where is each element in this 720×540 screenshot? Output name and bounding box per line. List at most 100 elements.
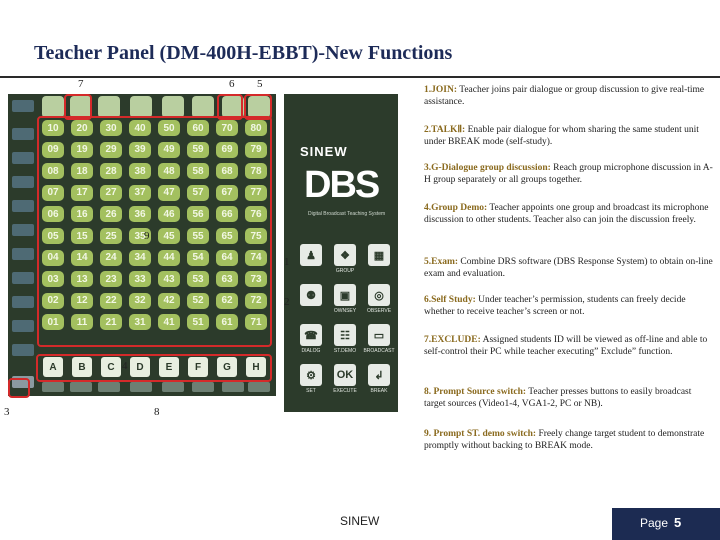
student-seat-button: 15: [71, 228, 93, 244]
student-seat-button: 57: [187, 184, 209, 201]
feature-term: 6.Self Study:: [424, 295, 476, 305]
source-button: [248, 382, 270, 392]
feature-term: 8. Prompt Source switch:: [424, 387, 527, 397]
feature-text: Assigned students ID will be viewed as o…: [424, 335, 708, 357]
dbs-function-button: ☷: [334, 324, 356, 346]
panel-top-button: [248, 96, 270, 118]
source-button: [130, 382, 152, 392]
dbs-function-label: BROADCAST: [363, 348, 395, 354]
dbs-function-label: EXECUTE: [333, 388, 357, 394]
student-seat-button: 05: [42, 228, 64, 244]
feature-item: 4.Group Demo: Teacher appoints one group…: [424, 202, 714, 226]
student-seat-button: 52: [187, 292, 209, 309]
student-seat-button: 61: [216, 314, 238, 331]
group-button: F: [188, 357, 208, 377]
feature-item: 1.JOIN: Teacher joins pair dialogue or g…: [424, 84, 714, 108]
panel-side-button: [12, 200, 34, 212]
student-seat-button: 54: [187, 249, 209, 266]
student-seat-button: 69: [216, 141, 238, 158]
student-seat-button: 41: [158, 314, 180, 331]
student-seat-button: 59: [187, 141, 209, 158]
student-seat-button: 10: [42, 120, 64, 136]
source-button: [42, 382, 64, 392]
page-number: 5: [674, 515, 682, 530]
feature-term: 4.Group Demo:: [424, 203, 488, 213]
student-seat-button: 14: [71, 249, 93, 266]
feature-term: 2.TALKⅡ:: [424, 125, 466, 135]
feature-term: 1.JOIN:: [424, 85, 457, 95]
dbs-function-button: ◎: [368, 284, 390, 306]
student-seat-button: 28: [100, 163, 122, 180]
dbs-subtitle: Digital Broadcast Teaching System: [308, 211, 386, 217]
feature-term: 7.EXCLUDE:: [424, 335, 481, 345]
student-seat-button: 56: [187, 206, 209, 223]
student-seat-button: 76: [245, 206, 267, 223]
dbs-function-label: SET: [306, 388, 316, 394]
panel-top-button: [192, 96, 214, 118]
student-seat-button: 47: [158, 184, 180, 201]
exclude-button-highlight: [64, 94, 92, 120]
student-seat-button: 33: [129, 271, 151, 288]
source-button: [192, 382, 214, 392]
callout-number: 9: [144, 230, 150, 242]
dbs-function-button: OK: [334, 364, 356, 386]
student-seat-button: 49: [158, 141, 180, 158]
feature-item: 2.TALKⅡ: Enable pair dialogue for whom s…: [424, 124, 714, 148]
footer-brand: SINEW: [340, 514, 380, 528]
panel-top-button: [42, 96, 64, 118]
dbs-brand: SINEW: [300, 144, 348, 159]
source-button: [162, 382, 184, 392]
student-seat-button: 75: [245, 228, 267, 244]
panel-side-button: [12, 272, 34, 284]
feature-item: 8. Prompt Source switch: Teacher presses…: [424, 386, 714, 410]
dbs-function-button: ♟: [300, 244, 322, 266]
student-seat-button: 68: [216, 163, 238, 180]
group-button: C: [101, 357, 121, 377]
student-seat-button: 67: [216, 184, 238, 201]
panel-top-button: [162, 96, 184, 118]
student-seat-button: 18: [71, 163, 93, 180]
student-seat-button: 45: [158, 228, 180, 244]
student-seat-button: 24: [100, 249, 122, 266]
panel-side-button: [12, 344, 34, 356]
dbs-function-label: OWNSEY: [333, 308, 357, 314]
source-button: [70, 382, 92, 392]
dbs-function-label: ST.DEMO: [333, 348, 357, 354]
group-button: G: [217, 357, 237, 377]
panel-side-button: [12, 296, 34, 308]
student-seat-button: 35: [129, 228, 151, 244]
student-seat-button: 04: [42, 249, 64, 266]
student-seat-button: 62: [216, 292, 238, 309]
callout-number: 4: [122, 360, 128, 372]
slide-title: Teacher Panel (DM-400H-EBBT)-New Functio…: [34, 42, 453, 64]
student-seat-button: 16: [71, 206, 93, 223]
student-seat-button: 29: [100, 141, 122, 158]
dbs-function-label: DIALOG: [301, 348, 321, 354]
student-seat-button: 74: [245, 249, 267, 266]
feature-term: 3.G-Dialogue group discussion:: [424, 163, 551, 173]
student-seat-button: 64: [216, 249, 238, 266]
student-grid-highlight: [37, 116, 272, 347]
student-seat-button: 22: [100, 292, 122, 309]
group-button: E: [159, 357, 179, 377]
dbs-function-button: ☎: [300, 324, 322, 346]
page-label: Page: [640, 516, 669, 530]
student-seat-button: 36: [129, 206, 151, 223]
student-seat-button: 63: [216, 271, 238, 288]
dbs-function-button: ↲: [368, 364, 390, 386]
student-seat-button: 13: [71, 271, 93, 288]
panel-side-button: [12, 100, 34, 112]
student-seat-button: 31: [129, 314, 151, 331]
student-seat-button: 71: [245, 314, 267, 331]
student-seat-button: 06: [42, 206, 64, 223]
feature-text: Reach group microphone discussion in A-H…: [424, 163, 713, 185]
student-seat-button: 79: [245, 141, 267, 158]
callout-number: 2: [284, 296, 290, 308]
student-seat-button: 25: [100, 228, 122, 244]
student-seat-button: 17: [71, 184, 93, 201]
student-seat-button: 20: [71, 120, 93, 136]
dbs-function-panel: SINEW DBS Digital Broadcast Teaching Sys…: [284, 94, 398, 412]
student-seat-button: 73: [245, 271, 267, 288]
student-seat-button: 80: [245, 120, 267, 136]
